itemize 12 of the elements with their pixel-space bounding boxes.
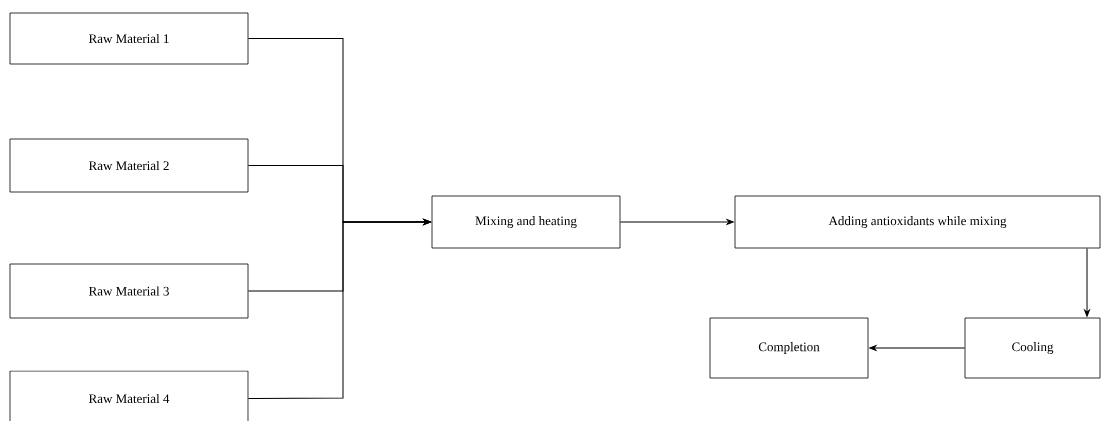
process-box: Mixing and heating bbox=[431, 195, 621, 249]
process-box: Adding antioxidants while mixing bbox=[734, 195, 1101, 249]
process-box: Completion bbox=[709, 317, 869, 379]
process-box: Cooling bbox=[964, 317, 1101, 379]
arrow bbox=[869, 345, 966, 351]
process-box: Raw Material 2 bbox=[9, 138, 249, 193]
arrow bbox=[1084, 247, 1090, 317]
process-box: Raw Material 4 bbox=[9, 370, 249, 421]
arrow bbox=[247, 219, 431, 399]
arrow bbox=[619, 219, 734, 225]
process-box: Raw Material 1 bbox=[9, 12, 249, 65]
process-box: Raw Material 3 bbox=[9, 263, 249, 319]
